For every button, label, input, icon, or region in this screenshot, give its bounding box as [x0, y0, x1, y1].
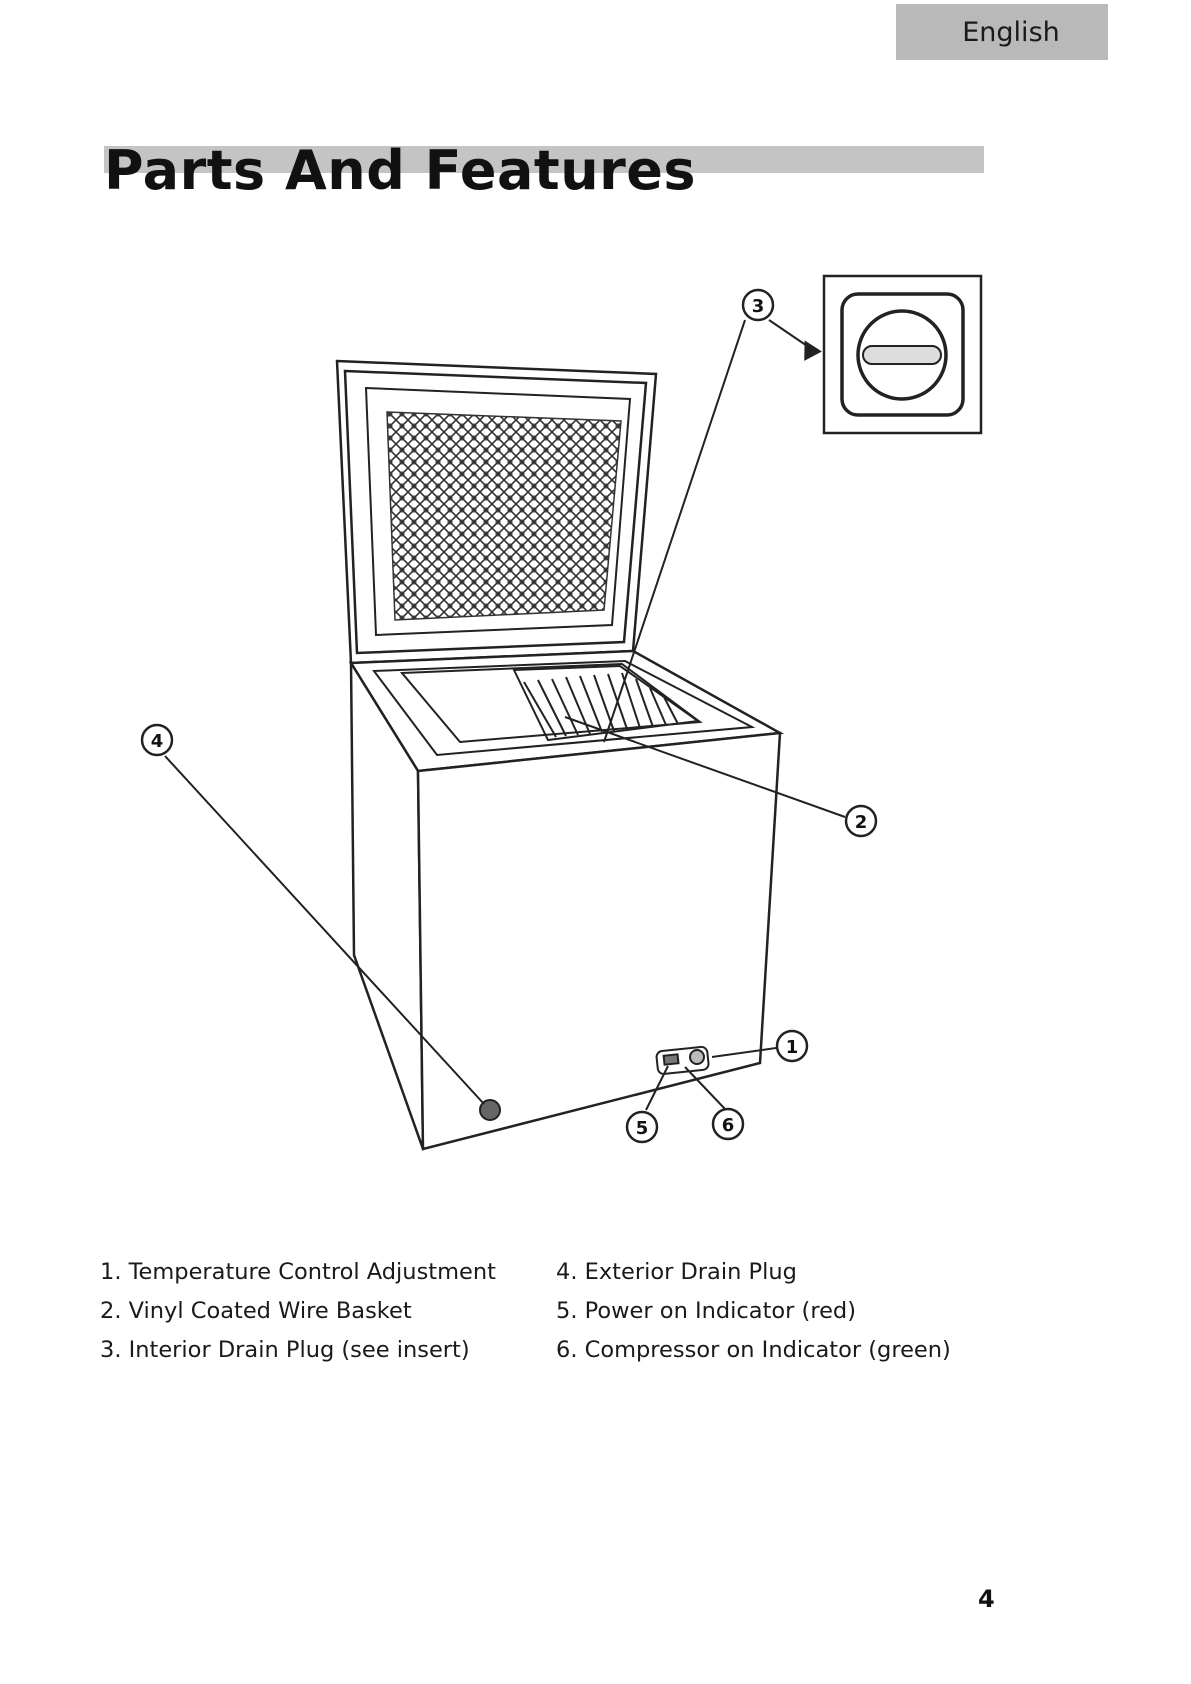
- list-item: 6. Compressor on Indicator (green): [556, 1331, 951, 1370]
- list-item: 5. Power on Indicator (red): [556, 1292, 951, 1331]
- drain-plug-insert: [824, 276, 981, 433]
- list-item: 3. Interior Drain Plug (see insert): [100, 1331, 496, 1370]
- callout-5: 5: [627, 1112, 657, 1142]
- callout-4: 4: [142, 725, 172, 755]
- parts-list-left: 1. Temperature Control Adjustment 2. Vin…: [100, 1253, 496, 1370]
- insert-arrowhead: [796, 336, 822, 361]
- callout-3: 3: [743, 290, 773, 320]
- callout-3-label: 3: [752, 296, 765, 317]
- callout-6: 6: [713, 1109, 743, 1139]
- parts-list-right: 4. Exterior Drain Plug 5. Power on Indic…: [556, 1253, 951, 1370]
- callout-5-label: 5: [636, 1118, 649, 1139]
- callout-4-label: 4: [151, 731, 164, 752]
- control-panel: [656, 1046, 709, 1074]
- callout-6-label: 6: [722, 1115, 735, 1136]
- page-number: 4: [978, 1585, 995, 1613]
- list-item: 1. Temperature Control Adjustment: [100, 1253, 496, 1292]
- callout-2-label: 2: [855, 812, 868, 833]
- lid-liner-lattice: [387, 412, 621, 620]
- callout-1: 1: [777, 1031, 807, 1061]
- callout-2: 2: [846, 806, 876, 836]
- callout-1-label: 1: [786, 1037, 799, 1058]
- list-item: 2. Vinyl Coated Wire Basket: [100, 1292, 496, 1331]
- list-item: 4. Exterior Drain Plug: [556, 1253, 951, 1292]
